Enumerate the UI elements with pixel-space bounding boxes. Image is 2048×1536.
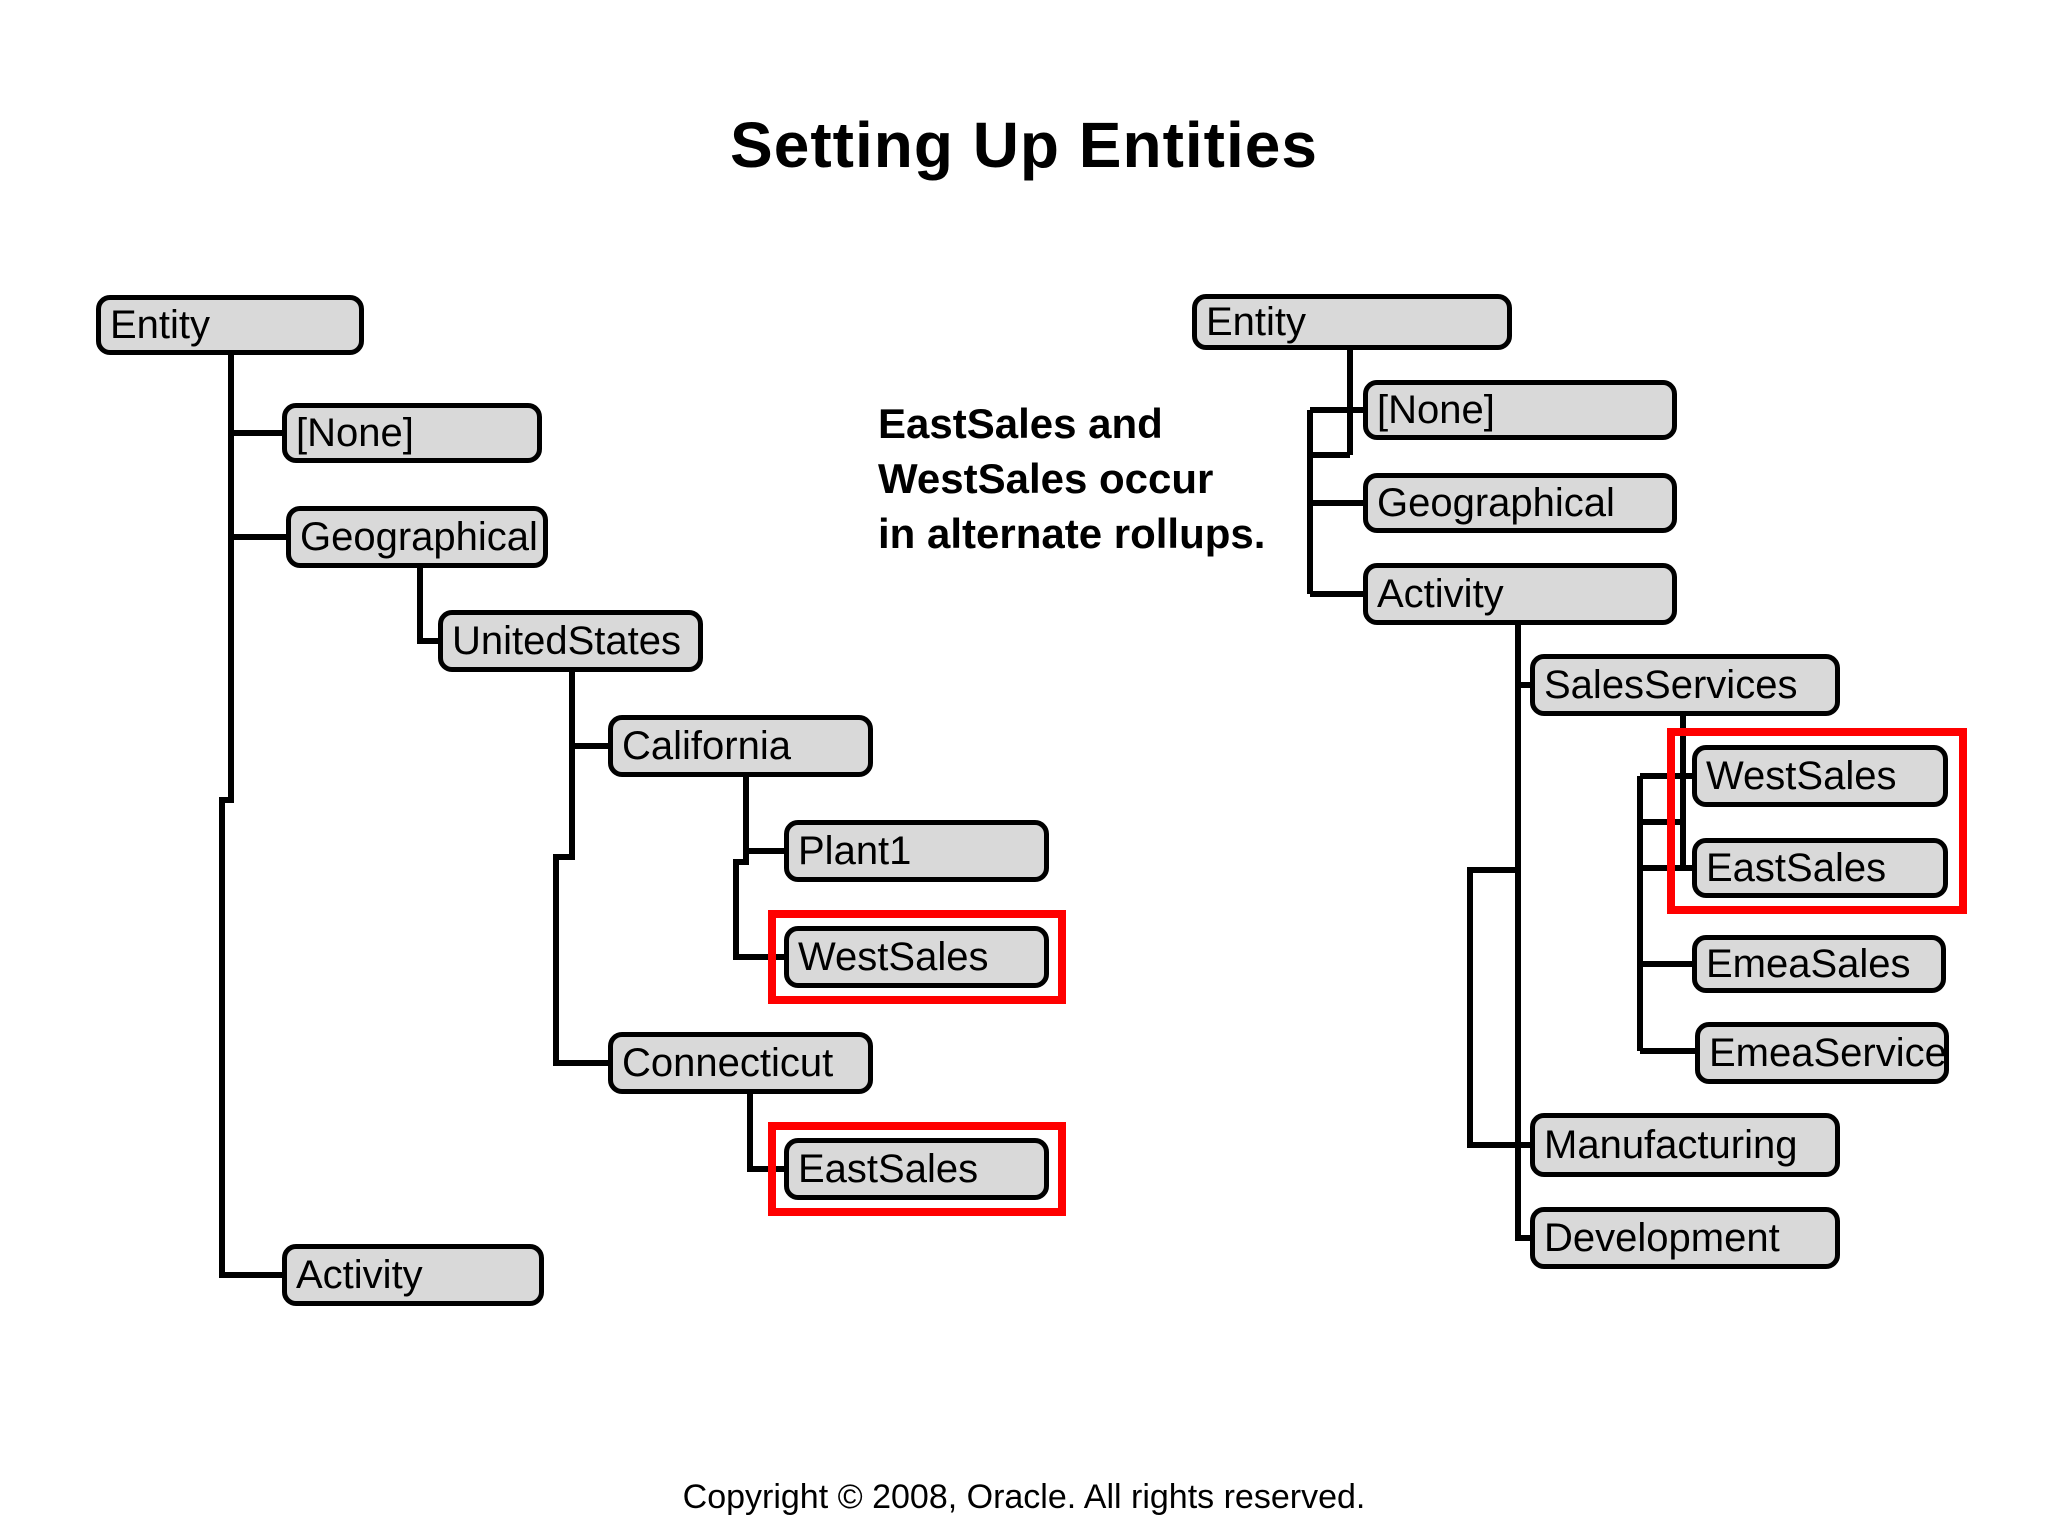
highlight-box-left-eastsales <box>768 1122 1066 1216</box>
right-tree-node-manufacturing: Manufacturing <box>1530 1113 1840 1177</box>
right-tree-node-activity: Activity <box>1363 563 1677 625</box>
left-tree-node-connecticut: Connecticut <box>608 1032 873 1094</box>
left-connector-geographical-to-unitedstates <box>417 565 438 644</box>
left-tree-node-plant1: Plant1 <box>784 820 1049 882</box>
left-connector-california-trunk <box>733 774 784 960</box>
left-tree-node-california: California <box>608 715 873 777</box>
highlight-box-right-westsales-eastsales <box>1667 728 1967 914</box>
right-tree-node-emeaservice: EmeaService <box>1695 1022 1949 1084</box>
annotation-line: in alternate rollups. <box>878 510 1266 557</box>
left-tree-node-unitedstates: UnitedStates <box>438 610 703 672</box>
left-tree-node-eastsales: EastSales <box>784 1138 1049 1200</box>
right-tree-node-geographical: Geographical <box>1363 473 1677 533</box>
annotation-line: EastSales and <box>878 400 1163 447</box>
right-tree-node-salesservices: SalesServices <box>1530 654 1840 716</box>
right-tree-node-westsales: WestSales <box>1692 745 1948 807</box>
annotation-line: WestSales occur <box>878 455 1214 502</box>
left-tree-node-westsales: WestSales <box>784 926 1049 988</box>
highlight-box-left-westsales <box>768 910 1066 1004</box>
annotation-text: EastSales and WestSales occur in alterna… <box>878 396 1265 561</box>
left-tree-node-geographical: Geographical <box>286 506 548 568</box>
left-tree-node-none: [None] <box>282 403 542 463</box>
copyright-text: Copyright © 2008, Oracle. All rights res… <box>682 1478 1366 1516</box>
left-connector-unitedstates-trunk <box>553 670 608 1066</box>
right-connector-activity-trunk <box>1515 622 1532 1241</box>
right-tree-node-none: [None] <box>1363 380 1677 440</box>
left-connector-entity-trunk <box>219 355 282 1278</box>
left-tree-node-activity: Activity <box>282 1244 544 1306</box>
right-tree-node-emeasales: EmeaSales <box>1692 935 1946 993</box>
left-tree-node-entity: Entity <box>96 295 364 355</box>
right-tree-node-eastsales: EastSales <box>1692 838 1948 898</box>
right-tree-node-development: Development <box>1530 1207 1840 1269</box>
right-connector-manufacturing-bracket <box>1467 867 1530 1148</box>
page-title: Setting Up Entities <box>730 109 1318 181</box>
right-tree-node-entity: Entity <box>1192 294 1512 350</box>
